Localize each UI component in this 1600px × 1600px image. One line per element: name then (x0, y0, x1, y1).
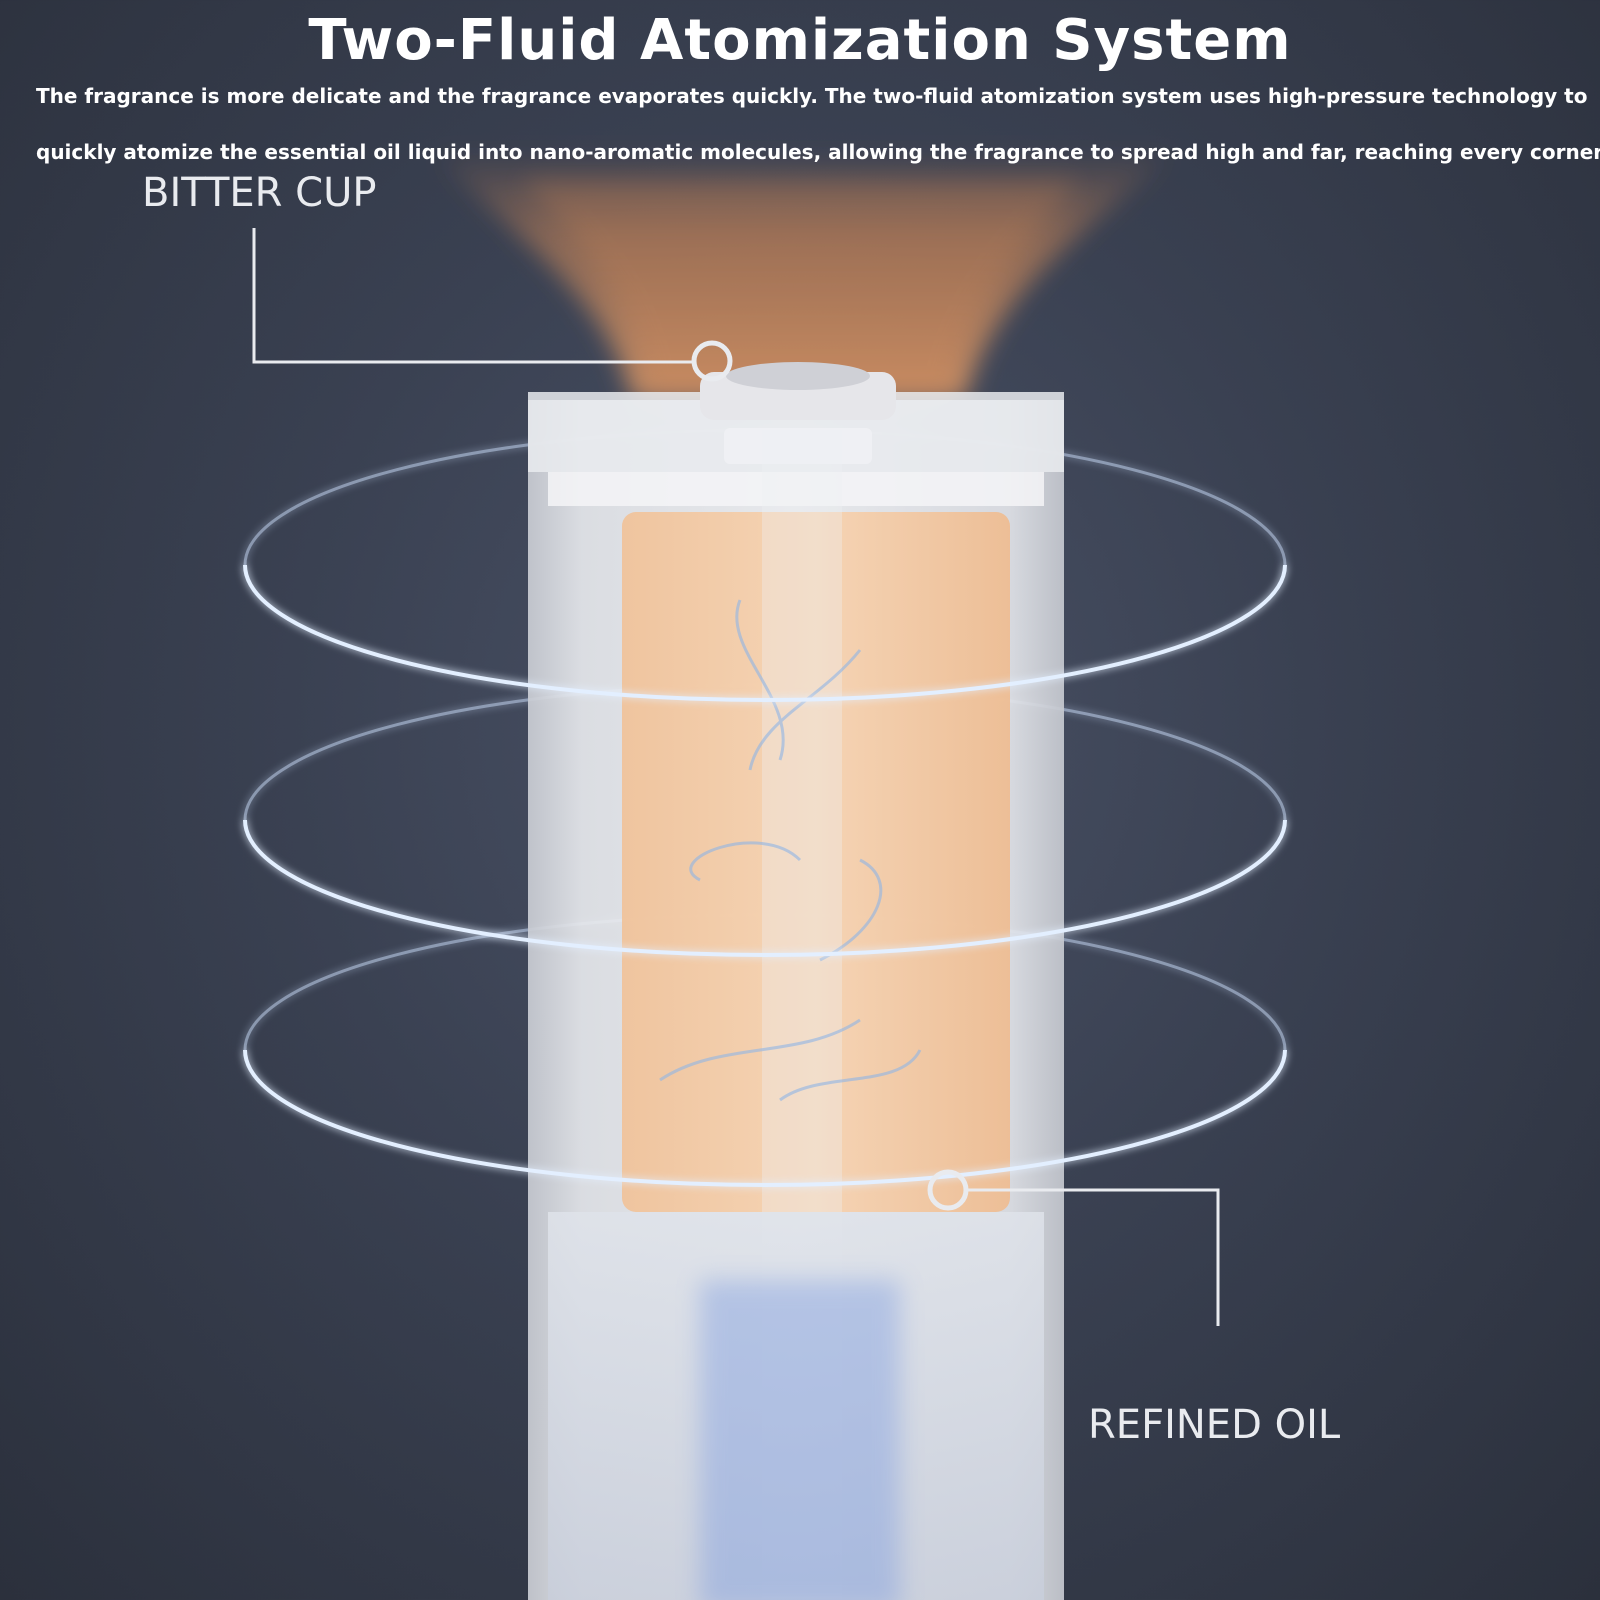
refined-oil-label: REFINED OIL (1088, 1402, 1341, 1448)
description-line-2: quickly atomize the essential oil liquid… (36, 140, 1600, 164)
energy-rings-front (243, 564, 1287, 1187)
atomizer-nozzle (700, 362, 896, 464)
description-text: The fragrance is more delicate and the f… (36, 68, 1600, 180)
bitter-cup-label: BITTER CUP (142, 170, 377, 216)
callout-line-refined-oil (927, 1169, 1220, 1326)
page-title: Two-Fluid Atomization System (308, 8, 1292, 73)
cup-collar (548, 472, 1044, 506)
blue-light-core (700, 1280, 900, 1600)
description-line-1: The fragrance is more delicate and the f… (36, 84, 1588, 108)
oil-swirls (659, 599, 922, 1102)
refined-oil-chamber (622, 512, 1010, 1212)
mist-plume-core (520, 180, 1080, 400)
callout-line-bitter-cup (252, 228, 733, 382)
